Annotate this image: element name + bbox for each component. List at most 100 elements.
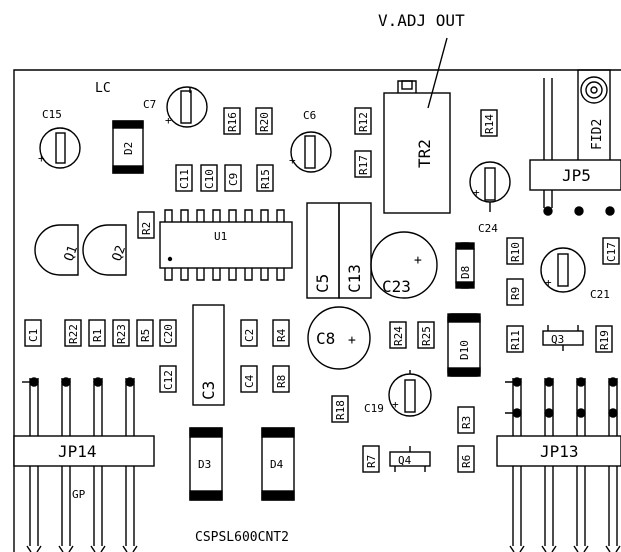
svg-text:JP5: JP5 [562, 166, 591, 185]
svg-text:+: + [414, 253, 422, 268]
capacitor-c13: C13 [338, 202, 372, 299]
resistor-r25: R25 [417, 321, 435, 349]
capacitor-c11: C11 [175, 164, 193, 192]
svg-text:R20: R20 [258, 112, 271, 132]
capacitor-c15: C15 + [38, 108, 81, 169]
fiducial-fid2: FID2 [577, 69, 611, 163]
svg-text:C2: C2 [243, 329, 256, 342]
svg-text:R2: R2 [140, 222, 153, 235]
svg-text:C13: C13 [345, 264, 364, 293]
svg-text:R14: R14 [483, 114, 496, 134]
svg-text:D4: D4 [270, 458, 284, 471]
svg-text:+: + [545, 276, 552, 289]
svg-text:C3: C3 [199, 381, 218, 400]
board-outline [13, 69, 621, 552]
svg-text:R8: R8 [275, 375, 288, 388]
capacitor-c3: C3 [192, 304, 225, 406]
resistor-r1: R1 [88, 319, 106, 347]
capacitor-c5: C5 [306, 202, 340, 299]
resistor-r17: R17 [354, 150, 372, 178]
svg-text:+: + [348, 333, 356, 348]
svg-text:C12: C12 [162, 370, 175, 390]
resistor-r24: R24 [389, 321, 407, 349]
svg-text:C9: C9 [227, 173, 240, 186]
resistor-r23: R23 [112, 319, 130, 347]
svg-text:C11: C11 [178, 169, 191, 189]
svg-text:D10: D10 [458, 340, 471, 360]
capacitor-c20: C20 [159, 319, 177, 347]
svg-text:C21: C21 [590, 288, 610, 301]
lc-mark: LC [95, 81, 111, 96]
resistor-r7: R7 [362, 445, 380, 473]
ic-u1: U1 [159, 209, 293, 281]
svg-text:+: + [165, 114, 172, 127]
trimmer-tr2: TR2 [383, 80, 451, 214]
diode-d2: D2 [112, 120, 144, 174]
svg-text:R3: R3 [460, 416, 473, 429]
svg-text:C10: C10 [203, 169, 216, 189]
svg-text:R22: R22 [67, 324, 80, 344]
svg-text:R24: R24 [392, 326, 405, 346]
capacitor-c12: C12 [159, 365, 177, 393]
transistor-q4: Q4 [389, 446, 431, 472]
diode-d8: D8 [455, 242, 475, 289]
resistor-r12: R12 [354, 107, 372, 135]
resistor-r3: R3 [457, 406, 475, 434]
svg-text:C7: C7 [143, 98, 156, 111]
capacitor-c10: C10 [200, 164, 218, 192]
svg-text:C20: C20 [162, 324, 175, 344]
svg-text:U1: U1 [214, 230, 227, 243]
connector-jp13: JP13 [496, 377, 621, 552]
svg-text:R9: R9 [509, 287, 522, 300]
svg-text:R19: R19 [598, 330, 611, 350]
annotation-leader-line [427, 37, 448, 109]
svg-text:R10: R10 [509, 242, 522, 262]
diode-d10: D10 [447, 313, 481, 377]
svg-text:Q3: Q3 [551, 333, 564, 346]
svg-text:R16: R16 [226, 112, 239, 132]
capacitor-c23: C23 + [370, 231, 438, 299]
resistor-r19: R19 [595, 325, 613, 353]
svg-text:C15: C15 [42, 108, 62, 121]
svg-text:C1: C1 [27, 329, 40, 342]
capacitor-c4: C4 [240, 365, 258, 393]
svg-text:R17: R17 [357, 155, 370, 175]
capacitor-c7: C7 + [143, 86, 208, 128]
capacitor-c21: C21 + [540, 247, 610, 301]
svg-text:JP13: JP13 [540, 442, 579, 461]
resistor-r16: R16 [223, 107, 241, 135]
board-name: CSPSL600CNT2 [195, 530, 289, 545]
capacitor-c1: C1 [24, 319, 42, 347]
svg-text:+: + [289, 154, 296, 167]
capacitor-c6: C6 + [289, 109, 332, 173]
svg-text:R23: R23 [115, 324, 128, 344]
resistor-r6: R6 [457, 445, 475, 473]
diode-d3: D3 [189, 427, 223, 501]
connector-jp14: JP14 [13, 377, 155, 552]
resistor-r4: R4 [272, 319, 290, 347]
svg-text:JP14: JP14 [58, 442, 97, 461]
svg-text:R6: R6 [460, 455, 473, 468]
svg-text:C6: C6 [303, 109, 316, 122]
capacitor-c24: C24 + [469, 161, 511, 235]
resistor-r18: R18 [331, 395, 349, 423]
voltage-adjust-label: V.ADJ OUT [378, 11, 465, 30]
resistor-r2: R2 [137, 211, 155, 239]
transistor-q2: Q2 [82, 224, 129, 276]
resistor-r11: R11 [506, 325, 524, 353]
svg-text:+: + [392, 398, 399, 411]
svg-text:Q1: Q1 [62, 244, 81, 264]
svg-text:+: + [473, 186, 480, 199]
svg-text:R25: R25 [420, 326, 433, 346]
connector-jp5: JP5 [529, 78, 621, 216]
svg-text:C24: C24 [478, 222, 498, 235]
svg-text:R15: R15 [259, 169, 272, 189]
transistor-q3: Q3 [542, 325, 584, 351]
svg-text:R1: R1 [91, 329, 104, 342]
svg-text:TR2: TR2 [415, 139, 434, 168]
svg-text:FID2: FID2 [590, 119, 605, 150]
svg-text:D3: D3 [198, 458, 211, 471]
svg-text:D8: D8 [459, 266, 472, 279]
svg-text:Q2: Q2 [110, 244, 129, 264]
